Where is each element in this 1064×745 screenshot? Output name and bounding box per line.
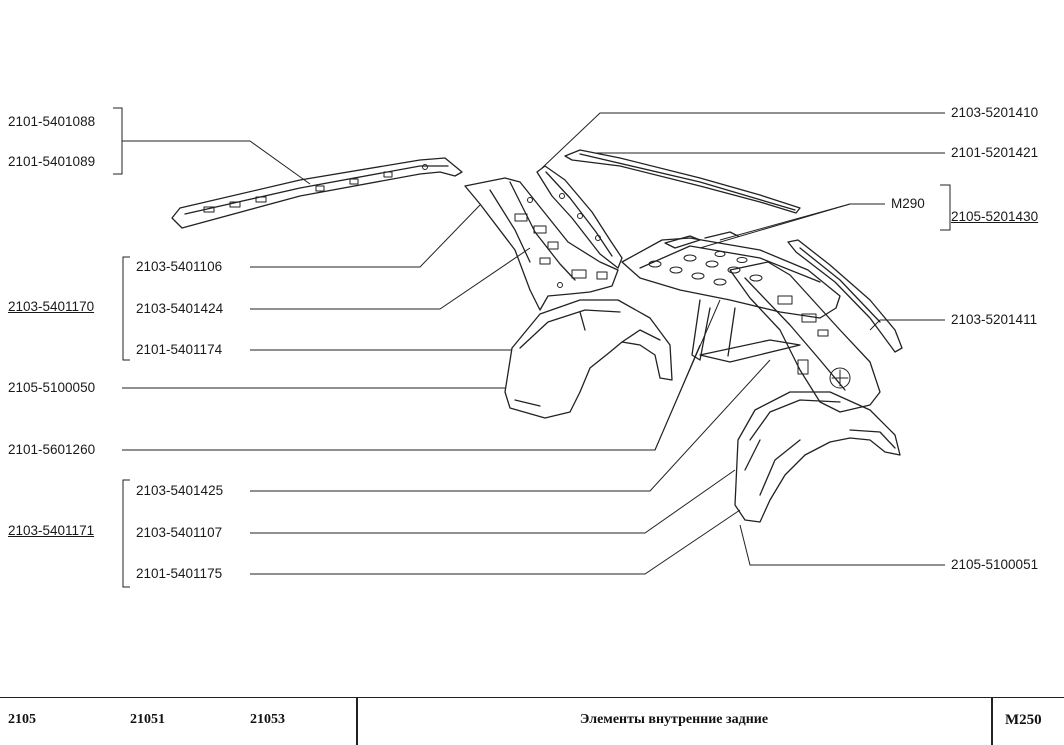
title-block-divider-right (991, 698, 993, 745)
model-21051: 21051 (130, 712, 165, 727)
part-label-m290: M290 (891, 196, 925, 211)
part-label-2105-5100051: 2105-5100051 (951, 557, 1039, 572)
part-label-2105-5100050: 2105-5100050 (8, 380, 96, 395)
assembly-label-2103-5401170: 2103-5401170 (8, 299, 95, 314)
assembly-label-2105-5201430: 2105-5201430 (951, 209, 1039, 224)
left-pillar-panel-part (464, 177, 619, 311)
roof-side-rail-part (171, 157, 463, 229)
part-label-2101-5601260: 2101-5601260 (8, 442, 96, 457)
right-c-pillar-part (787, 239, 903, 353)
model-21053: 21053 (250, 712, 285, 727)
part-label-2101-5201421: 2101-5201421 (951, 145, 1039, 160)
part-label-2103-5201411: 2103-5201411 (951, 312, 1038, 327)
parcel-shelf-part (621, 231, 841, 363)
assembly-label-2103-5401171: 2103-5401171 (8, 523, 95, 538)
left-wheel-arch-part (504, 299, 673, 419)
title-block: 2105 21051 21053 Элементы внутренние зад… (0, 697, 1064, 745)
part-label-2103-5401424: 2103-5401424 (136, 301, 224, 316)
title-block-divider-left (356, 698, 358, 745)
right-pillar-panel-part (729, 261, 881, 413)
part-label-2101-5401089: 2101-5401089 (8, 154, 96, 169)
part-label-2101-5401174: 2101-5401174 (136, 342, 223, 357)
sheet-title: Элементы внутренние задние (579, 712, 769, 727)
part-label-2103-5401107: 2103-5401107 (136, 525, 223, 540)
part-label-2101-5401088: 2101-5401088 (8, 114, 96, 129)
part-label-2101-5401175: 2101-5401175 (136, 566, 223, 581)
model-2105: 2105 (8, 712, 36, 727)
part-label-2103-5401106: 2103-5401106 (136, 259, 223, 274)
sheet-code: M250 (1005, 712, 1042, 728)
rear-window-rail-part (564, 149, 801, 214)
part-label-2103-5401425: 2103-5401425 (136, 483, 224, 498)
part-label-2103-5201410: 2103-5201410 (951, 105, 1039, 120)
right-wheel-arch-part (734, 391, 901, 523)
c-pillar-inner-part (536, 165, 623, 269)
